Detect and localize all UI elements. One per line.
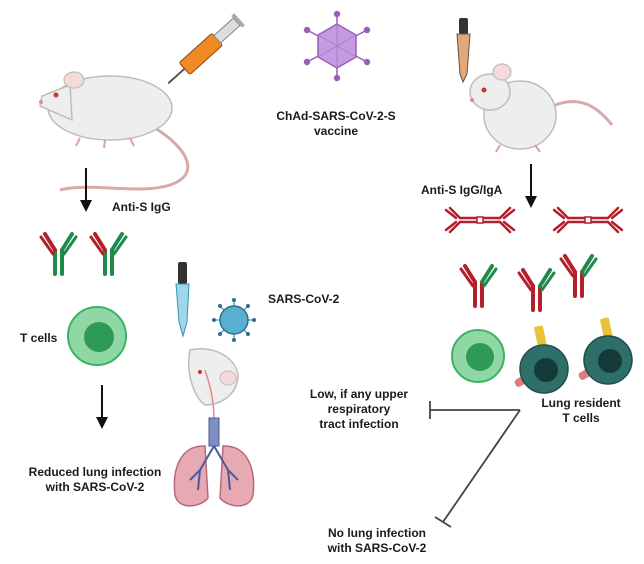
- lung-outcome: No lung infection with SARS-CoV-2: [302, 526, 452, 556]
- lung-outcome-line-1: No lung infection: [328, 526, 426, 540]
- challenged-mouse-head: [188, 348, 239, 421]
- lungs-icon: [173, 417, 255, 507]
- left-antibodies: [39, 232, 128, 276]
- virus-label: SARS-CoV-2: [268, 292, 340, 306]
- challenge-dropper-icon: [175, 262, 190, 338]
- sars-cov-2-icon: [212, 298, 256, 342]
- left-outcome-line-1: Reduced lung infection: [28, 465, 162, 479]
- vaccine-type: vaccine: [313, 124, 359, 138]
- inhibition-lines: [429, 401, 521, 528]
- lung-resident-t-cell-icons: [514, 317, 633, 394]
- left-t-cell-icon: [67, 306, 127, 366]
- right-antibody-label: Anti-S IgG/IgA: [421, 183, 503, 197]
- lung-resident-line-1: Lung resident: [541, 396, 621, 410]
- arrow-right-top: [524, 163, 538, 209]
- left-outcome-line-2: with SARS-CoV-2: [45, 480, 145, 494]
- arrow-left-top: [79, 167, 93, 213]
- lung-outcome-line-2: with SARS-CoV-2: [327, 541, 427, 555]
- lung-resident-label: Lung resident T cells: [520, 396, 642, 426]
- upper-outcome-line-3: tract infection: [319, 417, 399, 431]
- iga-dimers: [444, 206, 624, 234]
- vaccine-name: ChAd-SARS-CoV-2-S: [276, 109, 396, 123]
- left-tcell-label: T cells: [20, 331, 58, 345]
- right-mouse: [469, 63, 614, 153]
- arrow-left-bottom: [95, 384, 109, 430]
- upper-outcome: Low, if any upper respiratory tract infe…: [295, 387, 423, 432]
- upper-outcome-line-2: respiratory: [327, 402, 391, 416]
- vaccine-label: ChAd-SARS-CoV-2-S vaccine: [236, 109, 436, 139]
- left-mouse: [39, 71, 190, 192]
- left-outcome: Reduced lung infection with SARS-CoV-2: [10, 465, 180, 495]
- upper-outcome-line-1: Low, if any upper: [309, 387, 409, 401]
- adenovirus-vaccine-icon: [303, 10, 371, 82]
- syringe-icon: [167, 13, 245, 85]
- right-t-cell-icon: [451, 329, 505, 383]
- left-antibody-label: Anti-S IgG: [112, 200, 171, 214]
- lung-resident-line-2: T cells: [562, 411, 600, 425]
- dropper-icon: [456, 18, 471, 84]
- right-antibodies: [459, 254, 598, 312]
